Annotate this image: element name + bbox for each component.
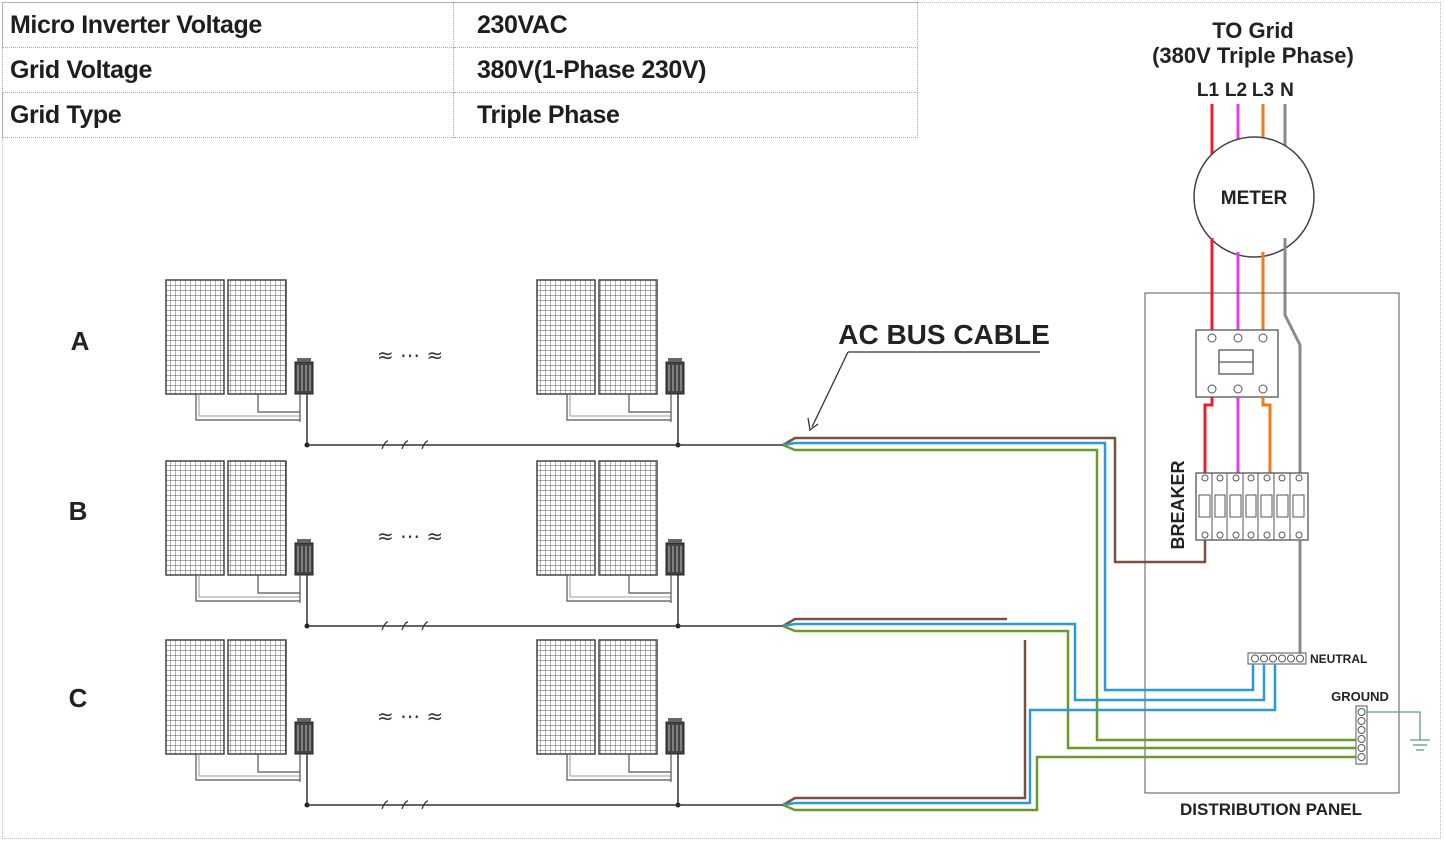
branch-bus-c xyxy=(307,800,783,810)
distribution-panel-box xyxy=(1144,292,1400,794)
spec-label: Grid Voltage xyxy=(2,47,454,93)
solar-panel xyxy=(598,460,658,576)
branch-b-ellipsis: ≈ ⋯ ≈ xyxy=(377,524,443,548)
solar-panel xyxy=(536,279,596,395)
meter-label: METER xyxy=(1221,188,1288,209)
branch-bus-a xyxy=(307,440,783,450)
branch-label-c: C xyxy=(69,683,88,713)
spec-value: Triple Phase xyxy=(453,92,918,138)
contactor-to-breaker-lines xyxy=(1203,397,1272,475)
solar-panel xyxy=(536,460,596,576)
solar-panel xyxy=(598,639,658,755)
solar-unit-c-1 xyxy=(165,639,314,808)
phase-label-n: N xyxy=(1280,80,1294,101)
solar-panel xyxy=(165,279,225,395)
solar-panel xyxy=(227,460,287,576)
bus-b-brown xyxy=(782,617,1007,628)
ground-label: GROUND xyxy=(1331,689,1389,704)
solar-panel xyxy=(598,279,658,395)
bus-a-green xyxy=(782,443,1356,742)
bus-a-blue xyxy=(782,441,1255,692)
bus-b-green xyxy=(782,624,1356,750)
table-row: Micro Inverter Voltage 230VAC xyxy=(2,2,918,48)
spec-table: Micro Inverter Voltage 230VAC Grid Volta… xyxy=(2,2,918,138)
solar-unit-b-2 xyxy=(536,460,685,629)
ground-bar xyxy=(1355,705,1368,765)
solar-unit-c-2 xyxy=(536,639,685,808)
solar-panel xyxy=(165,639,225,755)
branch-label-a: A xyxy=(71,326,90,356)
branch-a-ellipsis: ≈ ⋯ ≈ xyxy=(377,343,443,367)
spec-value: 230VAC xyxy=(453,2,918,48)
contactor xyxy=(1195,329,1279,398)
neutral-label: NEUTRAL xyxy=(1310,652,1367,666)
meter-circle xyxy=(1193,136,1315,258)
solar-units xyxy=(165,279,783,810)
solar-panel xyxy=(536,639,596,755)
grid-subtitle: (380V Triple Phase) xyxy=(1152,43,1354,68)
solar-panel xyxy=(227,279,287,395)
breaker-label: BREAKER xyxy=(1168,460,1188,549)
branch-label-b: B xyxy=(69,496,88,526)
spec-label: Grid Type xyxy=(2,92,454,138)
solar-unit-a-2 xyxy=(536,279,685,448)
branch-c-ellipsis: ≈ ⋯ ≈ xyxy=(377,704,443,728)
phase-label-l3: L3 xyxy=(1252,80,1274,101)
meter-to-contactor-lines xyxy=(1210,238,1302,480)
neutral-bar xyxy=(1247,652,1307,665)
spec-value: 380V(1-Phase 230V) xyxy=(453,47,918,93)
distribution-panel-label: DISTRIBUTION PANEL xyxy=(1180,800,1362,819)
bus-a-brown xyxy=(782,436,1207,564)
bus-c-blue xyxy=(782,664,1277,807)
table-row: Grid Voltage 380V(1-Phase 230V) xyxy=(2,47,918,93)
solar-panel xyxy=(227,639,287,755)
ac-bus-cable-label: AC BUS CABLE xyxy=(838,319,1050,350)
grid-title: TO Grid xyxy=(1212,18,1294,43)
phase-label-l1: L1 xyxy=(1197,80,1220,101)
earth-ground-icon xyxy=(1367,711,1430,751)
solar-unit-b-1 xyxy=(165,460,314,629)
solar-panel xyxy=(165,460,225,576)
ac-bus-cable-pointer xyxy=(807,351,1040,432)
breaker xyxy=(1195,472,1309,541)
phase-label-l2: L2 xyxy=(1225,80,1247,101)
bus-c-brown xyxy=(782,640,1027,807)
bus-c-green xyxy=(782,755,1356,812)
solar-unit-a-1 xyxy=(165,279,314,448)
bus-cables xyxy=(782,436,1356,812)
table-row: Grid Type Triple Phase xyxy=(2,92,918,138)
branch-bus-b xyxy=(307,621,783,631)
bus-b-blue xyxy=(782,622,1266,702)
